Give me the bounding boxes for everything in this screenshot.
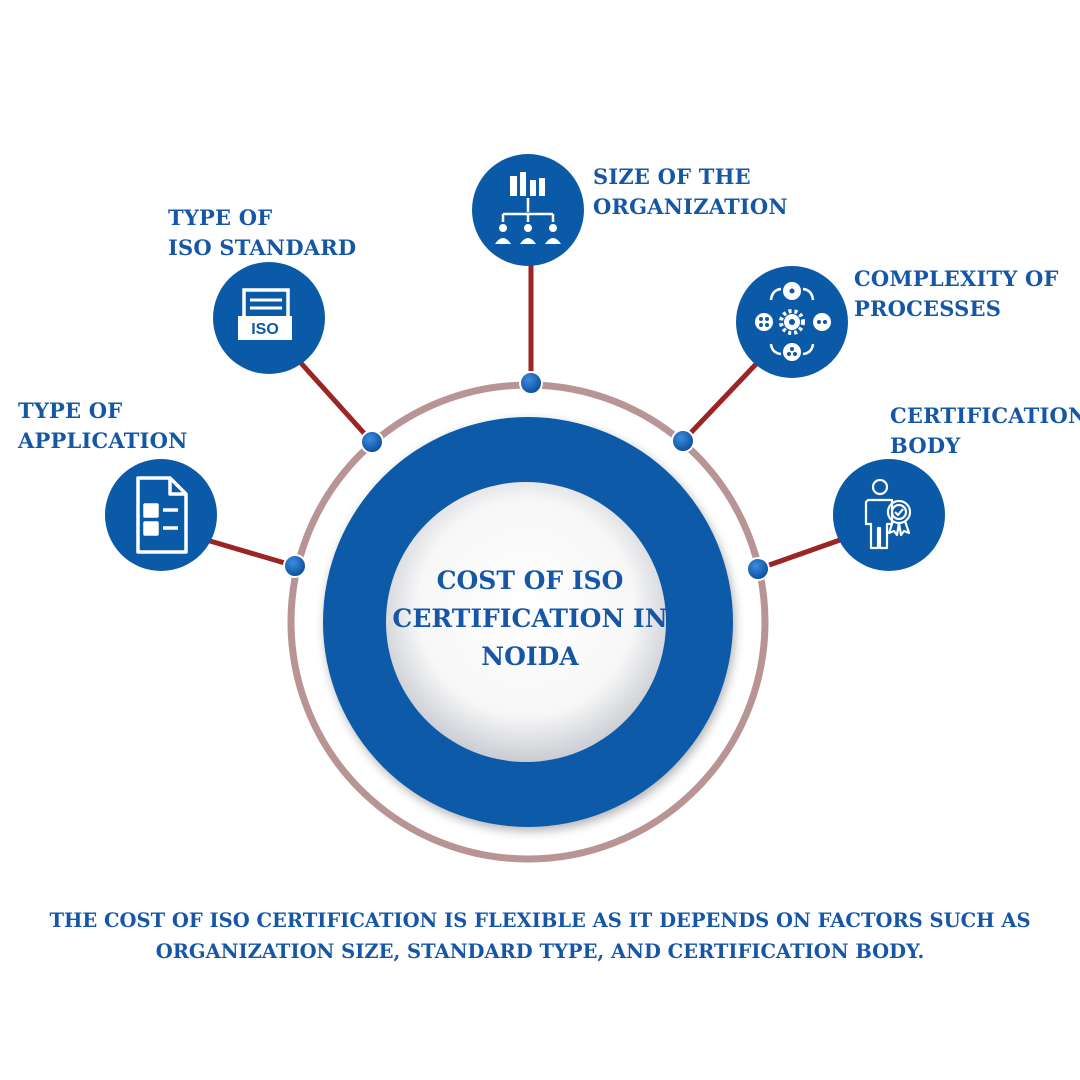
center-title-line: COST OF ISO — [436, 566, 624, 595]
connector-processes — [680, 359, 761, 444]
center-title-line: NOIDA — [481, 642, 579, 671]
center-title: COST OF ISO CERTIFICATION IN NOIDA — [380, 562, 680, 676]
label-size-of-organization: SIZE OF THE ORGANIZATION — [593, 162, 788, 222]
center-hole — [386, 482, 666, 762]
label-line: BODY — [890, 433, 961, 458]
connector-iso-standard — [297, 359, 375, 445]
label-type-of-iso-standard: TYPE OF ISO STANDARD — [168, 203, 356, 263]
label-line: ISO STANDARD — [168, 235, 357, 260]
label-line: TYPE OF — [168, 205, 273, 230]
application-form-icon — [136, 476, 188, 554]
dot-application — [283, 554, 307, 578]
connector-dots — [283, 371, 770, 581]
label-type-of-application: TYPE OF APPLICATION — [18, 396, 187, 456]
label-complexity-of-processes: COMPLEXITY OF PROCESSES — [854, 264, 1059, 324]
icon-type-of-iso-standard: ISO — [213, 262, 325, 374]
icon-size-of-organization — [472, 154, 584, 266]
label-line: COMPLEXITY OF — [854, 266, 1059, 291]
label-line: PROCESSES — [854, 296, 1002, 321]
center-title-line: CERTIFICATION IN — [392, 604, 668, 633]
icon-certification-body — [833, 459, 945, 571]
connector-certification — [755, 537, 843, 572]
connector-application — [207, 538, 298, 569]
iso-icon-text: ISO — [251, 321, 279, 338]
footer-line: THE COST OF ISO CERTIFICATION IS FLEXIBL… — [49, 909, 1031, 932]
label-certification-body: CERTIFICATION BODY — [890, 401, 1080, 461]
certified-person-icon — [864, 478, 912, 550]
dot-organization — [519, 371, 543, 395]
dot-processes — [671, 429, 695, 453]
icon-complexity-of-processes — [736, 266, 848, 378]
label-line: CERTIFICATION — [890, 403, 1080, 428]
label-line: SIZE OF THE — [593, 164, 751, 189]
process-cycle-icon — [755, 282, 831, 361]
connectors — [207, 262, 843, 572]
organization-chart-icon — [495, 172, 561, 244]
footer-note: THE COST OF ISO CERTIFICATION IS FLEXIBL… — [20, 905, 1060, 967]
footer-line: ORGANIZATION SIZE, STANDARD TYPE, AND CE… — [155, 940, 925, 963]
iso-document-icon: ISO — [238, 288, 292, 340]
dot-iso-standard — [360, 430, 384, 454]
label-line: ORGANIZATION — [593, 194, 788, 219]
label-line: TYPE OF — [18, 398, 123, 423]
icon-type-of-application — [105, 459, 217, 571]
dot-certification — [746, 557, 770, 581]
label-line: APPLICATION — [18, 428, 188, 453]
